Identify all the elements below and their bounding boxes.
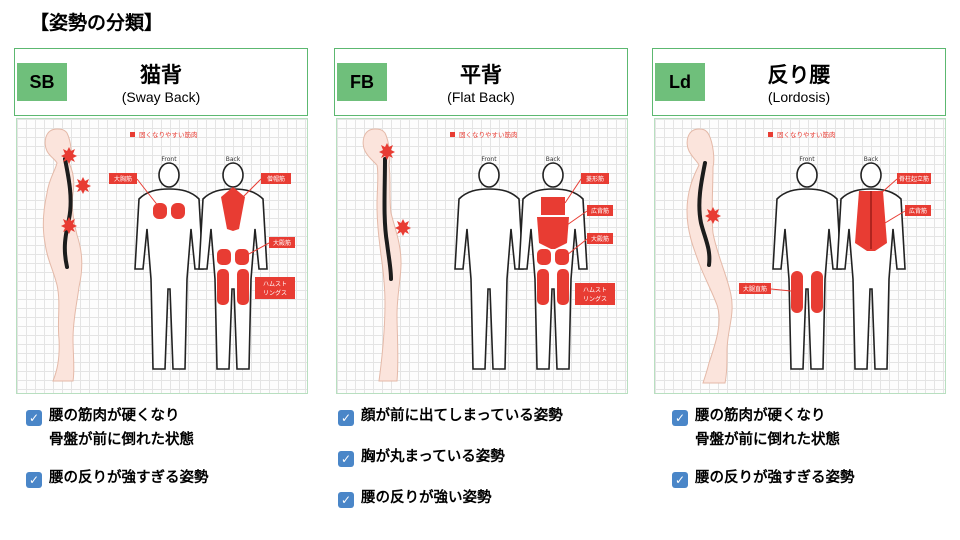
note-item: ✓腰の反りが強すぎる姿勢 (672, 466, 855, 488)
panel-sway-back: SB 猫背 (Sway Back) 固くなりやすい筋肉 Front Back (14, 48, 308, 488)
panel-flat-back: FB 平背 (Flat Back) 固くなりやすい筋肉 Front Back (334, 48, 628, 508)
muscle-label: 大胸筋 (114, 175, 132, 183)
spine-line (382, 157, 393, 281)
posture-tag: FB (337, 63, 387, 101)
muscle-highlight (217, 269, 229, 305)
front-label: Front (161, 156, 177, 163)
pain-burst (61, 147, 77, 164)
muscle-highlight (171, 203, 185, 219)
checkbox-icon: ✓ (26, 472, 42, 488)
posture-tag: SB (17, 63, 67, 101)
legend-label: 固くなりやすい筋肉 (139, 130, 198, 139)
muscle-label: 大殿筋 (591, 235, 609, 243)
note-item: ✓腰の筋肉が硬くなり 骨盤が前に倒れた状態 (26, 404, 194, 449)
posture-title: 猫背 (140, 63, 182, 87)
spine-line (697, 161, 712, 267)
pain-burst (379, 143, 395, 160)
back-label: Back (546, 156, 561, 163)
back-figure (198, 162, 268, 370)
back-figure (518, 162, 588, 370)
note-item: ✓腰の反りが強すぎる姿勢 (26, 466, 209, 488)
muscle-label: ハムスト (263, 281, 287, 288)
page-title: 【姿勢の分類】 (30, 12, 164, 34)
checkbox-icon: ✓ (672, 472, 688, 488)
panel-lordosis: Ld 反り腰 (Lordosis) 固くなりやすい筋肉 Front Back (652, 48, 946, 488)
muscle-label: リングス (583, 295, 607, 303)
muscle-label: 大腿直筋 (743, 285, 767, 293)
muscle-highlight (541, 197, 565, 215)
muscle-label: 大殿筋 (273, 239, 291, 247)
posture-illustration: 固くなりやすい筋肉 Front Back (16, 118, 308, 394)
posture-subtitle: (Lordosis) (767, 89, 831, 105)
muscle-highlight (221, 187, 245, 231)
front-figure (134, 162, 204, 370)
muscle-highlight (537, 217, 569, 249)
pain-burst (61, 217, 77, 234)
muscle-highlight (811, 271, 823, 313)
muscle-highlight (153, 203, 167, 219)
posture-illustration: 固くなりやすい筋肉 Front Back 脊柱起立筋 広背筋 (654, 118, 946, 394)
panel-header: Ld 反り腰 (Lordosis) (652, 48, 946, 116)
muscle-highlight (791, 271, 803, 313)
posture-subtitle: (Flat Back) (447, 89, 515, 105)
posture-diagram: 固くなりやすい筋肉 Front Back 菱形筋 (362, 128, 615, 382)
posture-tag: Ld (655, 63, 705, 101)
back-label: Back (226, 156, 241, 163)
side-silhouette (362, 128, 402, 382)
pain-burst (705, 207, 721, 224)
back-label: Back (864, 156, 879, 163)
pain-burst (75, 177, 91, 194)
muscle-label: 広背筋 (591, 207, 609, 215)
back-figure (836, 162, 906, 370)
muscle-label: 広背筋 (909, 207, 927, 215)
muscle-highlight (537, 269, 549, 305)
posture-title: 平背 (460, 63, 502, 87)
checkbox-icon: ✓ (338, 410, 354, 426)
checkbox-icon: ✓ (338, 492, 354, 508)
front-label: Front (481, 156, 497, 163)
front-figure (454, 162, 524, 370)
checkbox-icon: ✓ (672, 410, 688, 426)
posture-subtitle: (Sway Back) (121, 89, 201, 105)
muscle-label: ハムスト (583, 287, 607, 294)
muscle-highlight (217, 249, 231, 265)
checkbox-icon: ✓ (26, 410, 42, 426)
muscle-label: 僧帽筋 (267, 175, 285, 183)
muscle-highlight (237, 269, 249, 305)
checkbox-icon: ✓ (338, 451, 354, 467)
muscle-label: 菱形筋 (586, 175, 604, 183)
muscle-label: リングス (263, 289, 287, 297)
note-item: ✓腰の筋肉が硬くなり 骨盤が前に倒れた状態 (672, 404, 840, 449)
note-item: ✓顔が前に出てしまっている姿勢 (338, 404, 563, 426)
legend-label: 固くなりやすい筋肉 (459, 130, 518, 139)
posture-title: 反り腰 (767, 63, 831, 87)
note-item: ✓胸が丸まっている姿勢 (338, 445, 505, 467)
muscle-highlight (235, 249, 249, 265)
posture-illustration: 固くなりやすい筋肉 Front Back 菱形筋 (336, 118, 628, 394)
posture-diagram: 固くなりやすい筋肉 Front Back (42, 128, 295, 382)
pain-burst (395, 219, 411, 236)
side-silhouette (42, 128, 83, 382)
muscle-highlight (557, 269, 569, 305)
muscle-label: 脊柱起立筋 (899, 175, 929, 183)
muscle-highlight (537, 249, 551, 265)
muscle-highlight (555, 249, 569, 265)
front-label: Front (799, 156, 815, 163)
legend-label: 固くなりやすい筋肉 (777, 130, 836, 139)
front-figure (772, 162, 842, 370)
note-item: ✓腰の反りが強い姿勢 (338, 486, 492, 508)
panel-header: FB 平背 (Flat Back) (334, 48, 628, 116)
panel-header: SB 猫背 (Sway Back) (14, 48, 308, 116)
posture-diagram: 固くなりやすい筋肉 Front Back 脊柱起立筋 広背筋 (686, 128, 931, 384)
